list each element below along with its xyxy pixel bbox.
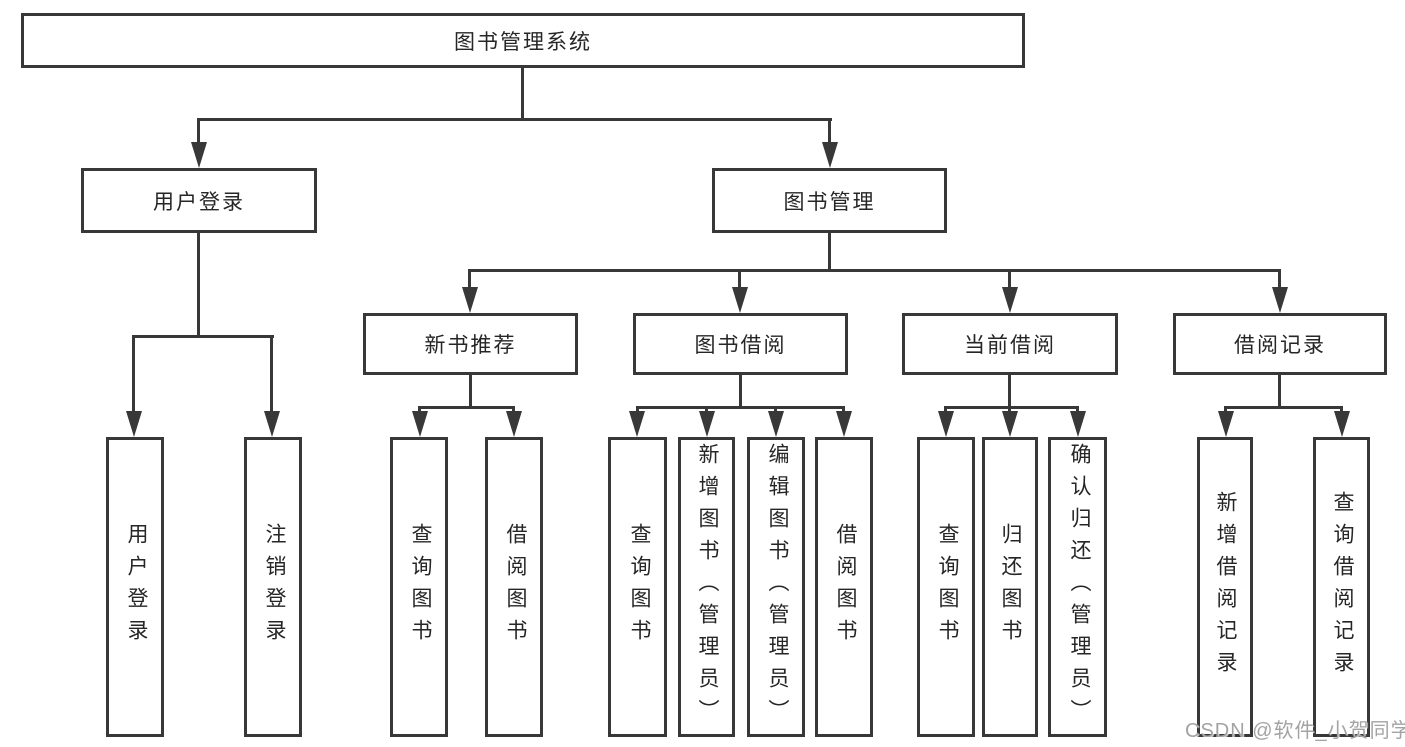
connector-line <box>1076 406 1079 414</box>
arrow-down-icon <box>462 287 478 313</box>
connector-line <box>521 68 524 121</box>
node-book-management: 图书管理 <box>712 168 947 233</box>
arrow-down-icon <box>1070 411 1086 437</box>
node-user-login: 用户登录 <box>81 168 317 233</box>
connector-line <box>1278 269 1281 289</box>
connector-line <box>738 269 741 289</box>
connector-line <box>1340 406 1343 414</box>
root-node-library-system: 图书管理系统 <box>21 13 1025 68</box>
node-current-borrow: 当前借阅 <box>902 313 1118 375</box>
leaf-query-books-current: 查询图书 <box>917 437 975 737</box>
connector-line <box>828 118 831 144</box>
arrow-down-icon <box>1218 411 1234 437</box>
arrow-down-icon <box>1002 287 1018 313</box>
connector-line <box>944 406 1078 409</box>
connector-line <box>468 269 1281 272</box>
connector-line <box>132 335 135 413</box>
arrow-down-icon <box>938 411 954 437</box>
arrow-down-icon <box>1272 287 1288 313</box>
connector-line <box>418 406 515 409</box>
arrow-down-icon <box>732 287 748 313</box>
node-borrow-records: 借阅记录 <box>1173 313 1387 375</box>
node-book-borrow: 图书借阅 <box>633 313 848 375</box>
arrow-down-icon <box>836 411 852 437</box>
leaf-query-borrow-record: 查询借阅记录 <box>1313 437 1370 737</box>
connector-line <box>828 233 831 272</box>
leaf-return-books: 归还图书 <box>982 437 1038 737</box>
leaf-borrow-books: 借阅图书 <box>815 437 873 737</box>
connector-line <box>842 406 845 414</box>
connector-line <box>774 406 777 414</box>
connector-line <box>944 406 947 414</box>
arrow-down-icon <box>264 411 280 437</box>
node-new-book-recommend: 新书推荐 <box>363 313 578 375</box>
arrow-down-icon <box>629 411 645 437</box>
connector-line <box>197 118 832 121</box>
connector-line <box>1008 406 1011 414</box>
arrow-down-icon <box>1002 411 1018 437</box>
leaf-logout: 注销登录 <box>244 437 302 737</box>
arrow-down-icon <box>191 142 207 168</box>
connector-line <box>705 406 708 414</box>
arrow-down-icon <box>822 142 838 168</box>
leaf-add-books-admin: 新增图书（管理员） <box>678 437 735 737</box>
connector-line <box>469 375 472 408</box>
leaf-confirm-return-admin: 确认归还（管理员） <box>1048 437 1107 737</box>
connector-line <box>1278 375 1281 408</box>
leaf-edit-books-admin: 编辑图书（管理员） <box>747 437 805 737</box>
connector-line <box>1224 406 1343 409</box>
connector-line <box>1008 269 1011 289</box>
csdn-watermark: CSDN @软件_小贺同学 <box>1185 720 1405 742</box>
leaf-query-books-recommend: 查询图书 <box>390 437 448 737</box>
connector-line <box>197 118 200 144</box>
connector-line <box>1224 406 1227 414</box>
arrow-down-icon <box>1334 411 1350 437</box>
arrow-down-icon <box>506 411 522 437</box>
leaf-add-borrow-record: 新增借阅记录 <box>1197 437 1253 737</box>
connector-line <box>270 335 273 413</box>
arrow-down-icon <box>412 411 428 437</box>
connector-line <box>636 406 639 414</box>
arrow-down-icon <box>126 411 142 437</box>
leaf-borrow-books-recommend: 借阅图书 <box>485 437 543 737</box>
connector-line <box>636 406 844 409</box>
connector-line <box>418 406 421 414</box>
arrow-down-icon <box>699 411 715 437</box>
connector-line <box>1008 375 1011 408</box>
arrow-down-icon <box>768 411 784 437</box>
connector-line <box>739 375 742 408</box>
connector-line <box>197 233 200 337</box>
connector-line <box>512 406 515 414</box>
leaf-user-login: 用户登录 <box>106 437 164 737</box>
leaf-query-books-borrow: 查询图书 <box>608 437 667 737</box>
connector-line <box>468 269 471 289</box>
connector-line <box>133 335 274 338</box>
